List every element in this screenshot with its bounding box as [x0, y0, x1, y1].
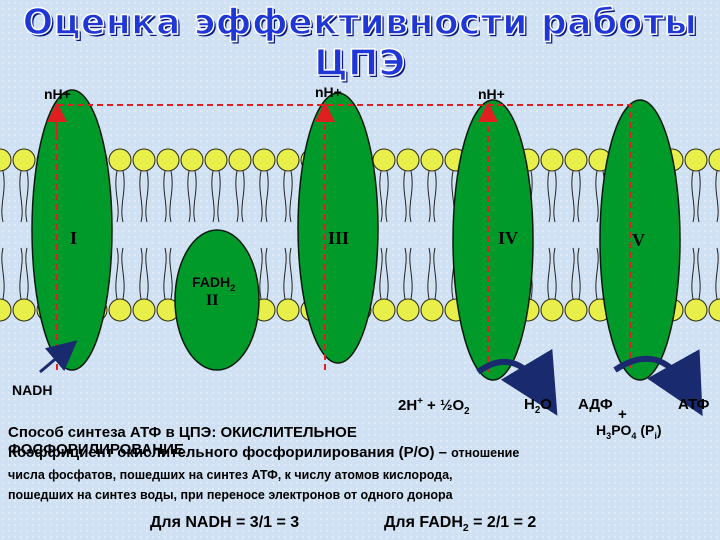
lipid-head	[684, 298, 708, 322]
lipid-tail	[571, 247, 581, 300]
lipid-tail	[283, 247, 293, 300]
lipid-tail	[259, 170, 269, 223]
fadh2-label: FADH2	[192, 274, 236, 293]
lipid-head	[12, 298, 36, 322]
lipid-head	[276, 298, 300, 322]
fadh2-ratio: Для FADH2 = 2/1 = 2	[384, 514, 537, 535]
lipid-tail	[691, 247, 701, 300]
nadh-label: NADH	[12, 382, 53, 398]
lipid-head	[276, 148, 300, 172]
lipid-tail	[427, 247, 437, 300]
lipid-tail	[19, 170, 29, 223]
lipid-head	[684, 148, 708, 172]
lipid-tail	[403, 170, 413, 223]
lipid-tail	[571, 170, 581, 223]
lipid-head	[372, 148, 396, 172]
lipid-head	[132, 298, 156, 322]
lipid-tail	[163, 247, 173, 300]
complex-iv-label: IV	[498, 228, 519, 248]
synthesis-method-line-2: ФОСФОРИЛИРОВАНИЕ	[8, 441, 184, 458]
nadh-arrow	[39, 340, 78, 374]
lipid-tail	[715, 170, 719, 223]
lipid-head	[420, 148, 444, 172]
lipid-head	[204, 148, 228, 172]
proton-label-2: nH+	[315, 84, 342, 100]
phosphate-label: H3PO4 (Pi)	[596, 422, 662, 441]
lipid-head	[540, 298, 564, 322]
lipid-head	[156, 148, 180, 172]
complex-iii-protein	[297, 92, 379, 364]
lipid-head	[708, 298, 720, 322]
atp-synthesis-arrow	[613, 349, 703, 417]
lipid-tail	[283, 170, 293, 223]
plus-sign: +	[618, 406, 627, 423]
lipid-tail	[163, 170, 173, 223]
lipid-tail	[115, 247, 125, 300]
lipid-tail	[139, 247, 149, 300]
complex-ii-label: II	[206, 292, 219, 309]
proton-label-3: nH+	[478, 86, 505, 102]
lipid-head	[12, 148, 36, 172]
lipid-head	[396, 148, 420, 172]
lipid-tail	[403, 247, 413, 300]
lipid-tail	[379, 170, 389, 223]
lipid-tail	[139, 170, 149, 223]
complex-v-label: V	[632, 230, 645, 250]
complex-i-label: I	[70, 228, 78, 248]
lipid-head	[252, 148, 276, 172]
lipid-tail	[235, 170, 245, 223]
lipid-tail	[427, 170, 437, 223]
lipid-tail	[259, 247, 269, 300]
oxygen-reaction-label: 2H+ + ½O2	[398, 396, 470, 417]
lipid-tail	[187, 170, 197, 223]
lipid-head	[0, 298, 12, 322]
nadh-ratio: Для NADH = 3/1 = 3	[150, 514, 300, 531]
proton-path-top	[57, 104, 631, 370]
lipid-head	[108, 298, 132, 322]
lipid-head	[372, 298, 396, 322]
lipid-head	[108, 148, 132, 172]
complex-ii-protein	[174, 229, 260, 371]
adp-label: АДФ	[578, 396, 613, 413]
lipid-tail	[547, 247, 557, 300]
lipid-head	[420, 298, 444, 322]
lipid-head	[564, 148, 588, 172]
lipid-head	[540, 148, 564, 172]
lipid-tail	[691, 170, 701, 223]
page-title: Оценка эффективности работы ЦПЭ	[22, 1, 698, 85]
lipid-tail	[211, 170, 221, 223]
water-formation-arrow	[476, 348, 558, 416]
complex-iii-label: III	[328, 228, 350, 248]
atp-label: АТФ	[678, 396, 710, 413]
lipid-head	[708, 148, 720, 172]
lipid-head	[0, 148, 12, 172]
coefficient-line: Коэффициент окислительного фосфорилирова…	[8, 444, 520, 461]
definition-line-2: пошедших на синтез воды, при переносе эл…	[8, 488, 453, 502]
complex-v-protein	[599, 99, 681, 381]
definition-line-1: числа фосфатов, пошедших на синтез АТФ, …	[8, 468, 453, 482]
proton-label-1: nH+	[44, 86, 71, 102]
lipid-tail	[547, 170, 557, 223]
lipid-tail	[1, 170, 5, 223]
complex-iv-protein	[452, 99, 534, 381]
lipid-head	[180, 148, 204, 172]
lipid-head	[132, 148, 156, 172]
lipid-head	[228, 148, 252, 172]
lipid-tail	[1, 247, 5, 300]
water-label: H2O	[524, 396, 552, 416]
lipid-head	[564, 298, 588, 322]
lipid-head	[396, 298, 420, 322]
lipid-tail	[115, 170, 125, 223]
synthesis-method-line: Способ синтеза АТФ в ЦПЭ: ОКИСЛИТЕЛЬНОЕ	[8, 424, 357, 441]
lipid-tail	[715, 247, 719, 300]
lipid-tail	[19, 247, 29, 300]
lipid-tail	[379, 247, 389, 300]
